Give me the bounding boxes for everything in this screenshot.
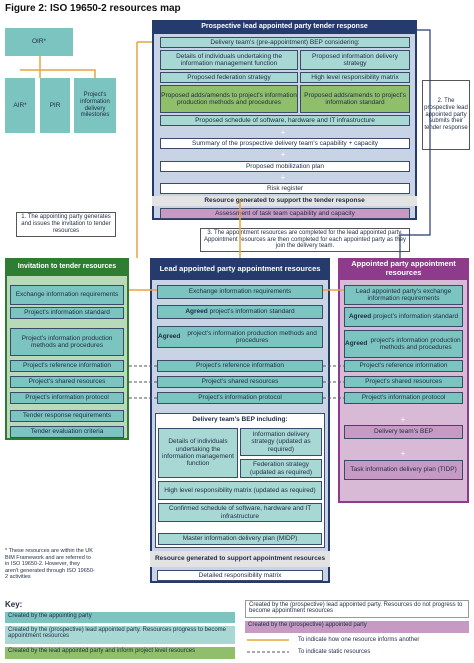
note-3: 3. The appointment resources are complet… [200,228,410,252]
lead-bep-b: Information delivery strategy (updated a… [240,428,322,456]
prospective-header: Prospective lead appointed party tender … [152,20,417,34]
oir-box: OIR* [5,28,73,56]
appointed-item-methods: Agreed project's information production … [344,330,463,358]
prospective-r1a: Details of individuals undertaking the i… [160,50,298,70]
appointed-bep: Delivery team's BEP [344,425,463,439]
prospective-r4: Proposed schedule of software, hardware … [160,115,410,126]
appointed-item: Lead appointed party's exchange informat… [344,285,463,305]
invitation-item: Project's information production methods… [10,328,124,356]
key-k3: Created by the lead appointed party and … [5,647,235,659]
appointed-header: Appointed party appointment resources [338,258,469,280]
appointed-tidp: Task information delivery plan (TIDP) [344,460,463,480]
footnote: * These resources are within the UK BIM … [5,548,95,581]
invitation-header: Invitation to tender resources [5,258,129,276]
plus-3: + [281,173,286,182]
air-box: AIR* [5,78,35,133]
key-k4: Created by the (prospective) lead appoin… [245,600,469,618]
lead-item: Project's information protocol [157,392,323,404]
lead-generated: Resource generated to support appointmen… [150,551,330,567]
plus-1: + [281,128,286,137]
plus-5: + [401,449,406,458]
arrow-oir-split [20,69,96,78]
prospective-mobilization: Proposed mobilization plan [160,161,410,172]
arrow-note2-path [399,29,431,258]
prospective-r2b: High level responsibility matrix [300,72,410,83]
lead-item: Project's reference information [157,360,323,372]
prospective-r3a: Proposed adds/amends to project's inform… [160,85,298,113]
appointed-item-standard: Agreed project's information standard [344,307,463,327]
lead-item: Exchange information requirements [157,285,323,299]
prospective-assessment: Assessment of task team capability and c… [160,208,410,219]
lead-bep-header: Delivery team's BEP including: [192,416,288,424]
prospective-risk: Risk register [160,183,410,194]
lead-item: Project's shared resources [157,376,323,388]
lead-bep-d: High level responsibility matrix (update… [158,481,322,500]
invitation-item: Project's information standard [10,307,124,319]
key-lines [247,639,289,653]
plus-2: + [281,150,286,159]
prospective-r3b: Proposed adds/amends to project's inform… [300,85,410,113]
lead-header: Lead appointed party appointment resourc… [150,258,330,280]
appointed-item: Project's shared resources [344,376,463,388]
key-k7: To indicate static resources [298,649,371,655]
key-title: Key: [5,600,23,609]
lead-bep-a: Details of individuals undertaking the i… [158,428,238,478]
lead-detailed: Detailed responsibility matrix [157,570,323,581]
invitation-item: Exchange information requirements [10,285,124,305]
page-title: Figure 2: ISO 19650-2 resources map [5,3,181,14]
invitation-item: Tender evaluation criteria [10,426,124,438]
prospective-generated: Resource generated to support the tender… [152,196,417,206]
invitation-item: Project's information protocol [10,392,124,404]
lead-item-standard: Agreed project's information standard [157,305,323,319]
note-1: 1. The appointing party generates and is… [16,212,116,237]
prospective-summary: Summary of the prospective delivery team… [160,138,410,149]
plus-4: + [401,415,406,424]
prospective-bep-header: Delivery team's (pre-appointment) BEP co… [160,37,410,48]
milestones-box: Project's information delivery milestone… [74,78,116,133]
prospective-r1b: Proposed information delivery strategy [300,50,410,70]
invitation-item: Project's reference information [10,360,124,372]
prospective-r2a: Proposed federation strategy [160,72,298,83]
invitation-item: Project's shared resources [10,376,124,388]
pir-box: PIR [40,78,70,133]
appointed-item: Project's information protocol [344,392,463,404]
appointed-item: Project's reference information [344,360,463,372]
key-k1: Created by the appointing party [5,612,235,623]
lead-item-methods: Agreed project's information production … [157,326,323,348]
lead-midp: Master information delivery plan (MIDP) [158,533,322,545]
key-k6: To indicate how one resource informs ano… [298,637,420,643]
lead-bep-e: Confirmed schedule of software, hardware… [158,503,322,522]
invitation-item: Tender response requirements [10,410,124,422]
lead-bep-c: Federation strategy (updated as required… [240,459,322,478]
key-k5: Created by the (prospective) appointed p… [245,621,469,633]
key-k2: Created by the (prospective) lead appoin… [5,626,235,644]
